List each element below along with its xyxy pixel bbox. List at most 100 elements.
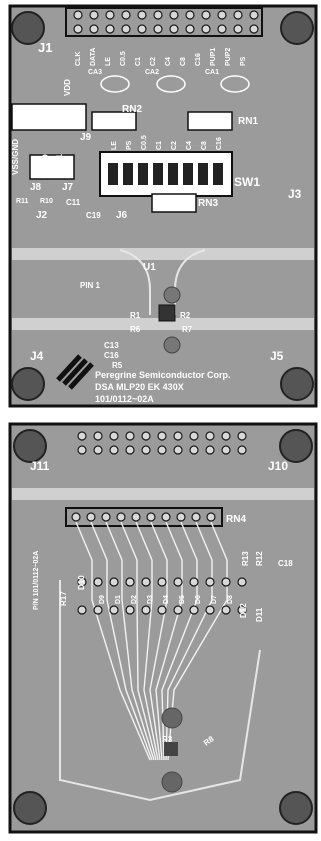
header-pin xyxy=(185,10,195,20)
header-pin xyxy=(125,431,135,441)
led-pad xyxy=(205,605,215,615)
side-part-text: P/N 101/0112~02A xyxy=(33,551,40,610)
rn4-pin xyxy=(101,512,111,522)
led-label: D4 xyxy=(163,595,170,604)
rn4-label: RN4 xyxy=(226,514,246,525)
r10-label: R10 xyxy=(40,198,53,205)
header-pin xyxy=(109,445,119,455)
sw1-label: SW1 xyxy=(234,175,260,189)
led-pad xyxy=(141,605,151,615)
header-pin-label: DATA xyxy=(90,48,97,66)
pup1-label: PUP1 xyxy=(55,154,64,175)
header-pin xyxy=(105,24,115,34)
led-pad xyxy=(237,577,247,587)
led-pad xyxy=(189,605,199,615)
switch-label: C8 xyxy=(201,141,208,150)
dip-switch-toggle xyxy=(108,163,118,185)
vss-gnd-label: VSS/GND xyxy=(11,139,20,175)
j11-label: J11 xyxy=(30,459,50,473)
header-pin xyxy=(89,24,99,34)
mounting-hole xyxy=(279,791,313,825)
rn4-pin xyxy=(71,512,81,522)
r6-label: R6 xyxy=(130,325,141,334)
led-pad xyxy=(189,577,199,587)
via-pad xyxy=(161,771,183,793)
r13-label: R13 xyxy=(241,551,250,566)
routed-trace xyxy=(155,521,183,761)
header-pin xyxy=(93,445,103,455)
header-pin xyxy=(221,431,231,441)
r1-label: R1 xyxy=(130,311,141,320)
header-pin xyxy=(109,431,119,441)
led-label: D8 xyxy=(227,595,234,604)
rn2-label: RN2 xyxy=(122,104,142,115)
led-pad xyxy=(77,577,87,587)
j10-label: J10 xyxy=(268,459,288,473)
led-label: D5 xyxy=(179,595,186,604)
header-pin xyxy=(73,24,83,34)
led-pad xyxy=(221,577,231,587)
header-pin xyxy=(205,431,215,441)
led-pad xyxy=(157,605,167,615)
header-pin xyxy=(173,431,183,441)
routed-trace xyxy=(135,521,159,761)
header-pin xyxy=(73,10,83,20)
vdd-label: VDD xyxy=(63,79,72,96)
header-pin-label: PS xyxy=(240,56,247,66)
mounting-hole xyxy=(13,791,47,825)
j1-header xyxy=(65,7,263,37)
routed-trace xyxy=(59,580,261,802)
dip-switch-toggle xyxy=(183,163,193,185)
header-pin xyxy=(217,10,227,20)
header-pin xyxy=(237,445,247,455)
header-pin xyxy=(77,445,87,455)
j9-label: J9 xyxy=(80,132,92,143)
u1-chip xyxy=(158,304,176,322)
d12-label: D12 xyxy=(239,603,248,618)
header-pin xyxy=(233,24,243,34)
dip-switch-toggle xyxy=(153,163,163,185)
via-pad xyxy=(161,707,183,729)
switch-label: C16 xyxy=(216,137,223,150)
led-pad xyxy=(157,577,167,587)
mounting-hole xyxy=(11,11,45,45)
led-label: D6 xyxy=(195,595,202,604)
header-pin xyxy=(121,10,131,20)
switch-label: C1 xyxy=(156,141,163,150)
c11-label: C11 xyxy=(66,198,81,207)
header-pin xyxy=(237,431,247,441)
header-pin-label: C2 xyxy=(150,57,157,66)
rn4-pin xyxy=(146,512,156,522)
peregrine-logo xyxy=(56,354,94,390)
mounting-hole xyxy=(279,429,313,463)
rn4-pin xyxy=(86,512,96,522)
header-pin xyxy=(153,24,163,34)
led-label: D3 xyxy=(147,595,154,604)
r2-label: R2 xyxy=(180,311,191,320)
led-pad xyxy=(205,577,215,587)
rn4-pin xyxy=(161,512,171,522)
header-pin-label: C1 xyxy=(135,57,142,66)
c16-label: C16 xyxy=(104,351,119,360)
led-pad xyxy=(173,577,183,587)
header-pin xyxy=(217,24,227,34)
header-pin xyxy=(169,10,179,20)
header-pin xyxy=(93,431,103,441)
header-pin xyxy=(189,431,199,441)
led-label: D1 xyxy=(115,595,122,604)
ca2-label: CA2 xyxy=(145,69,159,76)
ca3-footprint xyxy=(100,75,130,93)
via-pad xyxy=(163,336,181,354)
rf-trace-left xyxy=(119,249,151,315)
led-pad xyxy=(93,577,103,587)
j6-label: J6 xyxy=(116,210,128,221)
bottom-board-substrate xyxy=(8,422,318,834)
rf-strip-top xyxy=(12,248,314,260)
rn4-pin xyxy=(191,512,201,522)
header-pin xyxy=(169,24,179,34)
gnd-label: GND xyxy=(41,154,50,172)
